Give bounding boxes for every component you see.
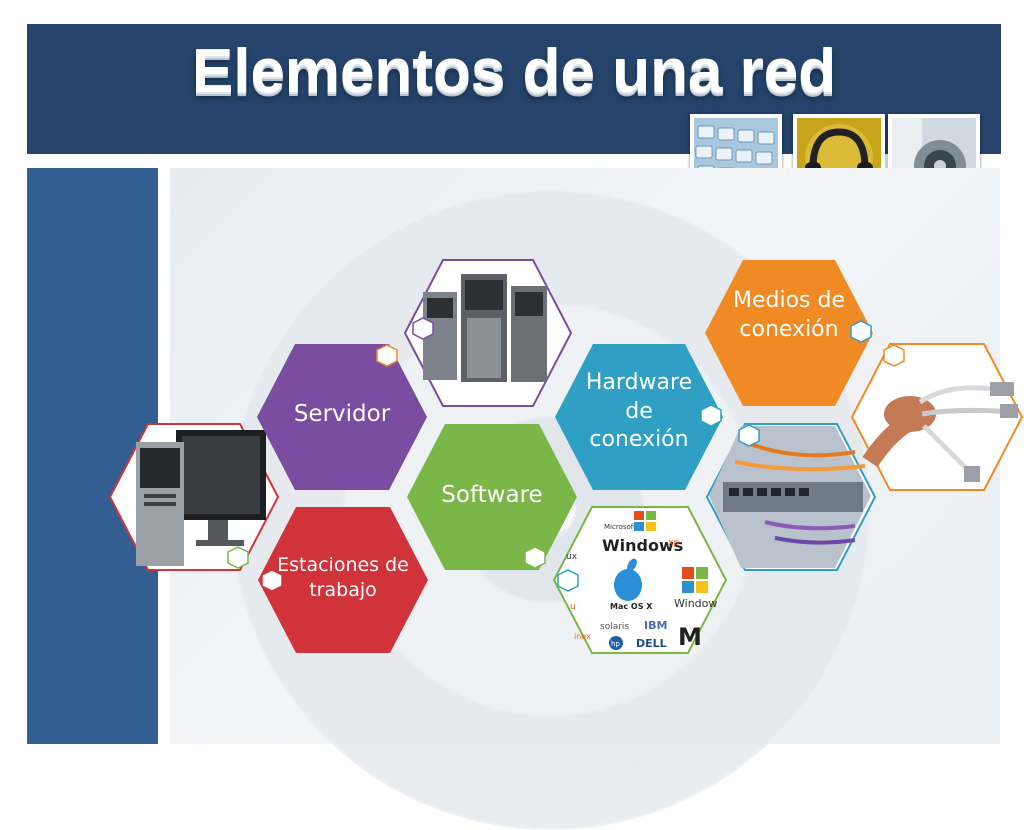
estaciones-label: Estaciones de trabajo: [277, 554, 409, 601]
ibm-logo: IBM: [644, 619, 667, 632]
estaciones-hexagon: [258, 507, 428, 653]
software-logos-hexagon: Microsoft Windows xp Mac OS X Window sol…: [552, 506, 728, 654]
workstation-image-hexagon: [108, 423, 280, 571]
servidor-hexagon: [257, 344, 427, 490]
windows-logo-icon: [682, 567, 708, 593]
server-tower-icon: [423, 274, 547, 382]
windows-text: Window: [674, 597, 717, 610]
hardware-hexagon: [555, 344, 723, 490]
hp-text: hp: [611, 640, 620, 648]
partial-ux-text: ux: [566, 552, 578, 562]
hardware-label: Hardware de conexión: [585, 370, 693, 453]
hp-logo-icon: [609, 636, 623, 650]
partial-inex-text: inex: [574, 632, 591, 641]
microsoft-text: Microsoft: [604, 523, 636, 531]
servers-image-hexagon: [403, 259, 573, 407]
desktop-computer-icon: [136, 430, 266, 566]
cables-image-hexagon: [850, 343, 1024, 491]
windows-xp-sup: xp: [668, 538, 679, 548]
solaris-text: solaris: [600, 622, 629, 632]
network-switch-icon: [709, 426, 871, 568]
usb-cable-icon: [862, 382, 1018, 482]
slide-title: Elementos de una red: [191, 37, 837, 106]
windows-xp-logo: Windows: [602, 536, 683, 555]
partial-u-text: u: [570, 602, 576, 612]
apple-logo-icon: [614, 558, 642, 601]
mac-os-x-text: Mac OS X: [610, 602, 653, 611]
medios-label: Medios de conexión: [732, 288, 845, 342]
partial-m-logo: M: [678, 623, 702, 651]
medios-hexagon: [705, 260, 873, 406]
software-label: Software: [441, 482, 543, 508]
software-hexagon: [407, 424, 577, 570]
windows-flag-icon: [634, 511, 656, 531]
switch-image-hexagon: [705, 423, 877, 571]
dell-logo: DELL: [636, 637, 667, 650]
servidor-label: Servidor: [293, 401, 391, 427]
